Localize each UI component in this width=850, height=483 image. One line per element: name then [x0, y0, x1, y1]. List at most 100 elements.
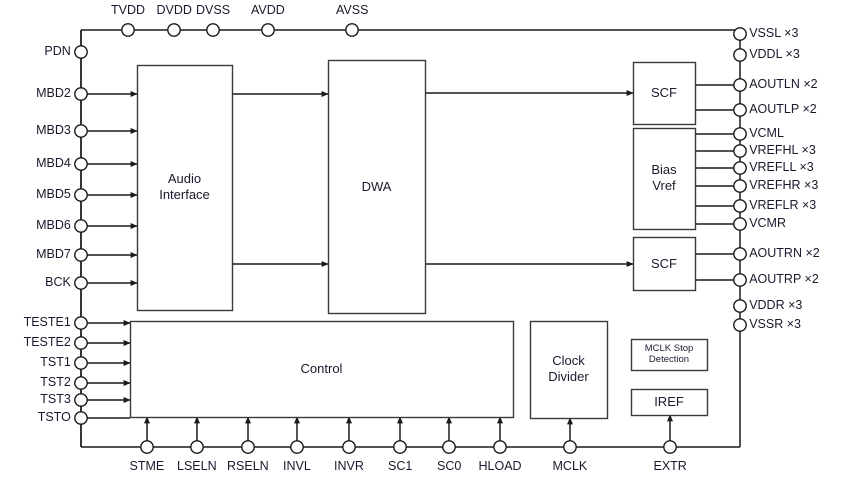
block-label-scf-top: SCF [651, 85, 677, 100]
pin-dvss[interactable] [206, 23, 220, 37]
label-tsto: TSTO [37, 410, 71, 424]
pin-vddl[interactable] [733, 48, 747, 62]
label-mbd5: MBD5 [36, 187, 71, 201]
label-aoutln: AOUTLN ×2 [749, 77, 818, 91]
pin-avdd[interactable] [261, 23, 275, 37]
pin-tst1[interactable] [74, 356, 88, 370]
label-stme: STME [129, 459, 165, 473]
pin-teste1[interactable] [74, 316, 88, 330]
pin-vcmr[interactable] [733, 217, 747, 231]
label-vddl: VDDL ×3 [749, 47, 800, 61]
pin-hload[interactable] [493, 440, 507, 454]
pin-mbd2[interactable] [74, 87, 88, 101]
pin-vcml[interactable] [733, 127, 747, 141]
pin-sc1[interactable] [393, 440, 407, 454]
pin-aoutln[interactable] [733, 78, 747, 92]
block-control [129, 320, 515, 419]
block-label-mclk-stop-detection: MCLK Stop Detection [644, 342, 694, 366]
label-bck: BCK [45, 275, 71, 289]
label-sc1: SC1 [388, 459, 413, 473]
pin-stme[interactable] [140, 440, 154, 454]
label-mbd6: MBD6 [36, 218, 71, 232]
pin-vddr[interactable] [733, 299, 747, 313]
pin-mbd5[interactable] [74, 188, 88, 202]
label-tst3: TST3 [40, 392, 71, 406]
pin-mclk[interactable] [563, 440, 577, 454]
pin-aoutlp[interactable] [733, 103, 747, 117]
label-mbd3: MBD3 [36, 123, 71, 137]
pin-mbd7[interactable] [74, 248, 88, 262]
label-vddr: VDDR ×3 [749, 298, 803, 312]
pin-aoutrp[interactable] [733, 273, 747, 287]
label-mclk: MCLK [552, 459, 588, 473]
pin-avss[interactable] [345, 23, 359, 37]
label-aoutrp: AOUTRP ×2 [749, 272, 819, 286]
block-label-audio-interface: Audio Interface [159, 171, 210, 203]
pin-rseln[interactable] [241, 440, 255, 454]
pin-vssl[interactable] [733, 27, 747, 41]
label-hload: HLOAD [478, 459, 522, 473]
pin-invr[interactable] [342, 440, 356, 454]
label-mbd2: MBD2 [36, 86, 71, 100]
pin-extr[interactable] [663, 440, 677, 454]
label-tst1: TST1 [40, 355, 71, 369]
label-tvdd: TVDD [111, 3, 146, 17]
pin-tst3[interactable] [74, 393, 88, 407]
label-vcml: VCML [749, 126, 784, 140]
pin-sc0[interactable] [442, 440, 456, 454]
label-vssr: VSSR ×3 [749, 317, 801, 331]
label-aoutrn: AOUTRN ×2 [749, 246, 820, 260]
label-aoutlp: AOUTLP ×2 [749, 102, 817, 116]
pin-vrefhl[interactable] [733, 144, 747, 158]
label-extr: EXTR [653, 459, 687, 473]
pin-mbd3[interactable] [74, 124, 88, 138]
block-scf-top [632, 61, 697, 126]
label-avdd: AVDD [251, 3, 285, 17]
pin-teste2[interactable] [74, 336, 88, 350]
block-dwa [327, 59, 427, 315]
label-sc0: SC0 [437, 459, 462, 473]
pin-bck[interactable] [74, 276, 88, 290]
label-vcmr: VCMR [749, 216, 786, 230]
pin-mbd4[interactable] [74, 157, 88, 171]
block-label-scf-bottom: SCF [651, 255, 677, 271]
block-label-control: Control [300, 361, 343, 376]
label-dvss: DVSS [196, 3, 231, 17]
block-scf-bottom [632, 236, 697, 292]
pin-vssr[interactable] [733, 318, 747, 332]
pin-tvdd[interactable] [121, 23, 135, 37]
pin-aoutrn[interactable] [733, 247, 747, 261]
label-teste1: TESTE1 [23, 315, 71, 329]
block-label-bias-vref: Bias Vref [651, 162, 677, 194]
label-teste2: TESTE2 [23, 335, 71, 349]
label-pdn: PDN [44, 44, 71, 58]
label-invl: INVL [283, 459, 311, 473]
pin-tst2[interactable] [74, 376, 88, 390]
label-dvdd: DVDD [156, 3, 192, 17]
label-vssl: VSSL ×3 [749, 26, 799, 40]
pin-pdn[interactable] [74, 45, 88, 59]
label-lseln: LSELN [177, 459, 217, 473]
block-audio-interface [136, 64, 234, 312]
pin-dvdd[interactable] [167, 23, 181, 37]
label-tst2: TST2 [40, 375, 71, 389]
label-vrefhr: VREFHR ×3 [749, 178, 819, 192]
label-avss: AVSS [336, 3, 369, 17]
label-mbd4: MBD4 [36, 156, 71, 170]
block-iref [630, 388, 709, 417]
label-vrefll: VREFLL ×3 [749, 160, 814, 174]
pin-vrefhr[interactable] [733, 179, 747, 193]
label-vrefhl: VREFHL ×3 [749, 143, 816, 157]
pin-invl[interactable] [290, 440, 304, 454]
label-invr: INVR [334, 459, 364, 473]
label-mbd7: MBD7 [36, 247, 71, 261]
label-vreflr: VREFLR ×3 [749, 198, 817, 212]
pin-tsto[interactable] [74, 411, 88, 425]
pin-mbd6[interactable] [74, 219, 88, 233]
pin-vrefll[interactable] [733, 161, 747, 175]
block-label-dwa: DWA [361, 178, 392, 194]
pin-vreflr[interactable] [733, 199, 747, 213]
pin-lseln[interactable] [190, 440, 204, 454]
